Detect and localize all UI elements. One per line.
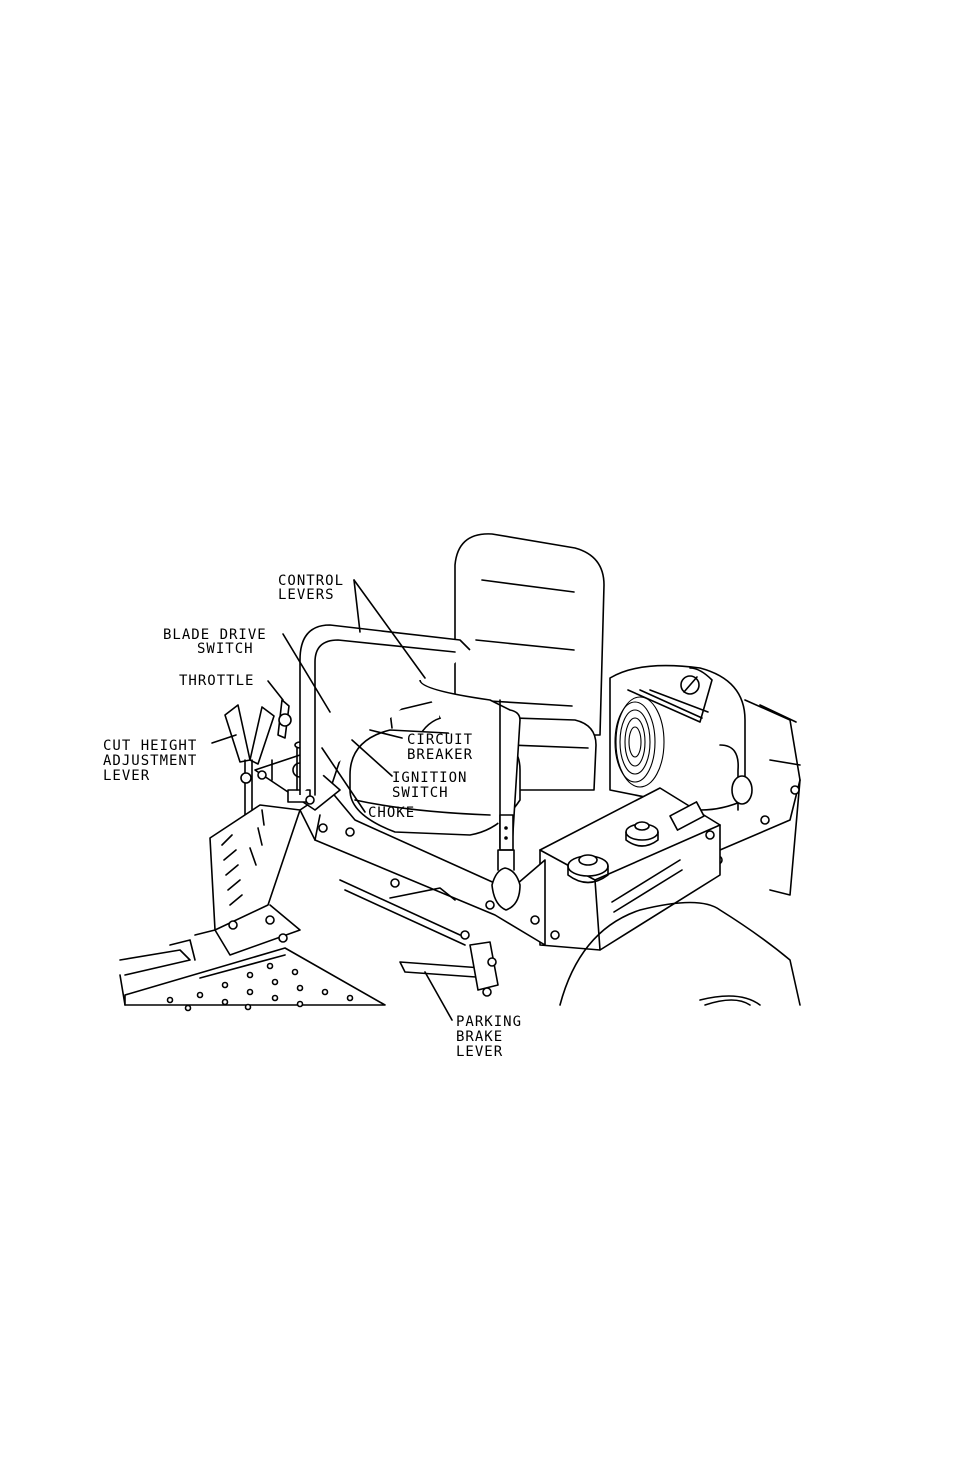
engine xyxy=(609,664,801,896)
callout-labels: CONTROL LEVERS BLADE DRIVE SWITCH THROTT… xyxy=(103,573,531,1060)
cut-height-lever xyxy=(224,704,275,821)
foot-plate-holes xyxy=(166,962,354,1012)
height-plate xyxy=(209,804,301,956)
leader-ignition-switch xyxy=(351,739,393,777)
front-frame xyxy=(119,929,216,1006)
label-blade-drive-switch: BLADE DRIVE SWITCH xyxy=(163,627,276,657)
fuel-cap-left xyxy=(567,854,609,884)
rear-wheel xyxy=(559,901,801,1006)
leader-blade-drive-switch xyxy=(282,633,331,713)
control-panel xyxy=(299,759,546,946)
fuel-deck xyxy=(539,787,721,951)
leader-choke xyxy=(321,747,366,813)
label-control-levers: CONTROL LEVERS xyxy=(278,573,353,603)
leader-control-levers-a xyxy=(353,579,361,633)
leader-control-levers-b xyxy=(353,579,426,679)
leader-parking-brake xyxy=(424,971,453,1021)
label-cut-height-adjustment-lever: CUT HEIGHT ADJUSTMENT LEVER xyxy=(103,738,207,784)
leader-lines xyxy=(211,579,453,1021)
label-choke: CHOKE xyxy=(368,805,415,821)
mower-illustration xyxy=(119,533,801,1012)
label-parking-brake-lever: PARKING BRAKE LEVER xyxy=(456,1014,531,1060)
leader-throttle xyxy=(267,680,284,701)
control-levers xyxy=(299,624,521,911)
fuel-cap-right xyxy=(625,821,659,847)
parking-brake-lever xyxy=(399,941,499,997)
throttle-handle xyxy=(277,699,292,739)
label-throttle: THROTTLE xyxy=(179,673,254,689)
foot-plate xyxy=(124,947,386,1012)
label-ignition-switch: IGNITION SWITCH xyxy=(392,770,477,801)
leader-circuit-breaker xyxy=(369,729,403,739)
label-circuit-breaker: CIRCUIT BREAKER xyxy=(407,732,482,763)
cooling-fan xyxy=(614,696,665,788)
leader-cut-height xyxy=(211,734,237,744)
